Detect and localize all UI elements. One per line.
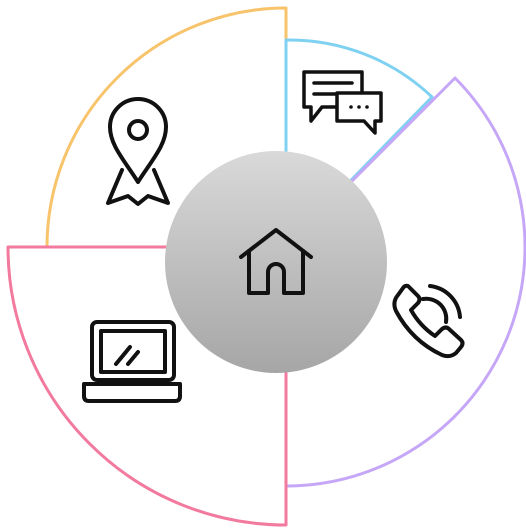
laptop-icon [82, 320, 182, 403]
map-pin-icon [106, 97, 170, 206]
chat-bubbles-icon [302, 70, 383, 135]
home-icon [239, 228, 313, 295]
phone-call-icon [392, 283, 465, 359]
sector-phone [284, 76, 526, 488]
